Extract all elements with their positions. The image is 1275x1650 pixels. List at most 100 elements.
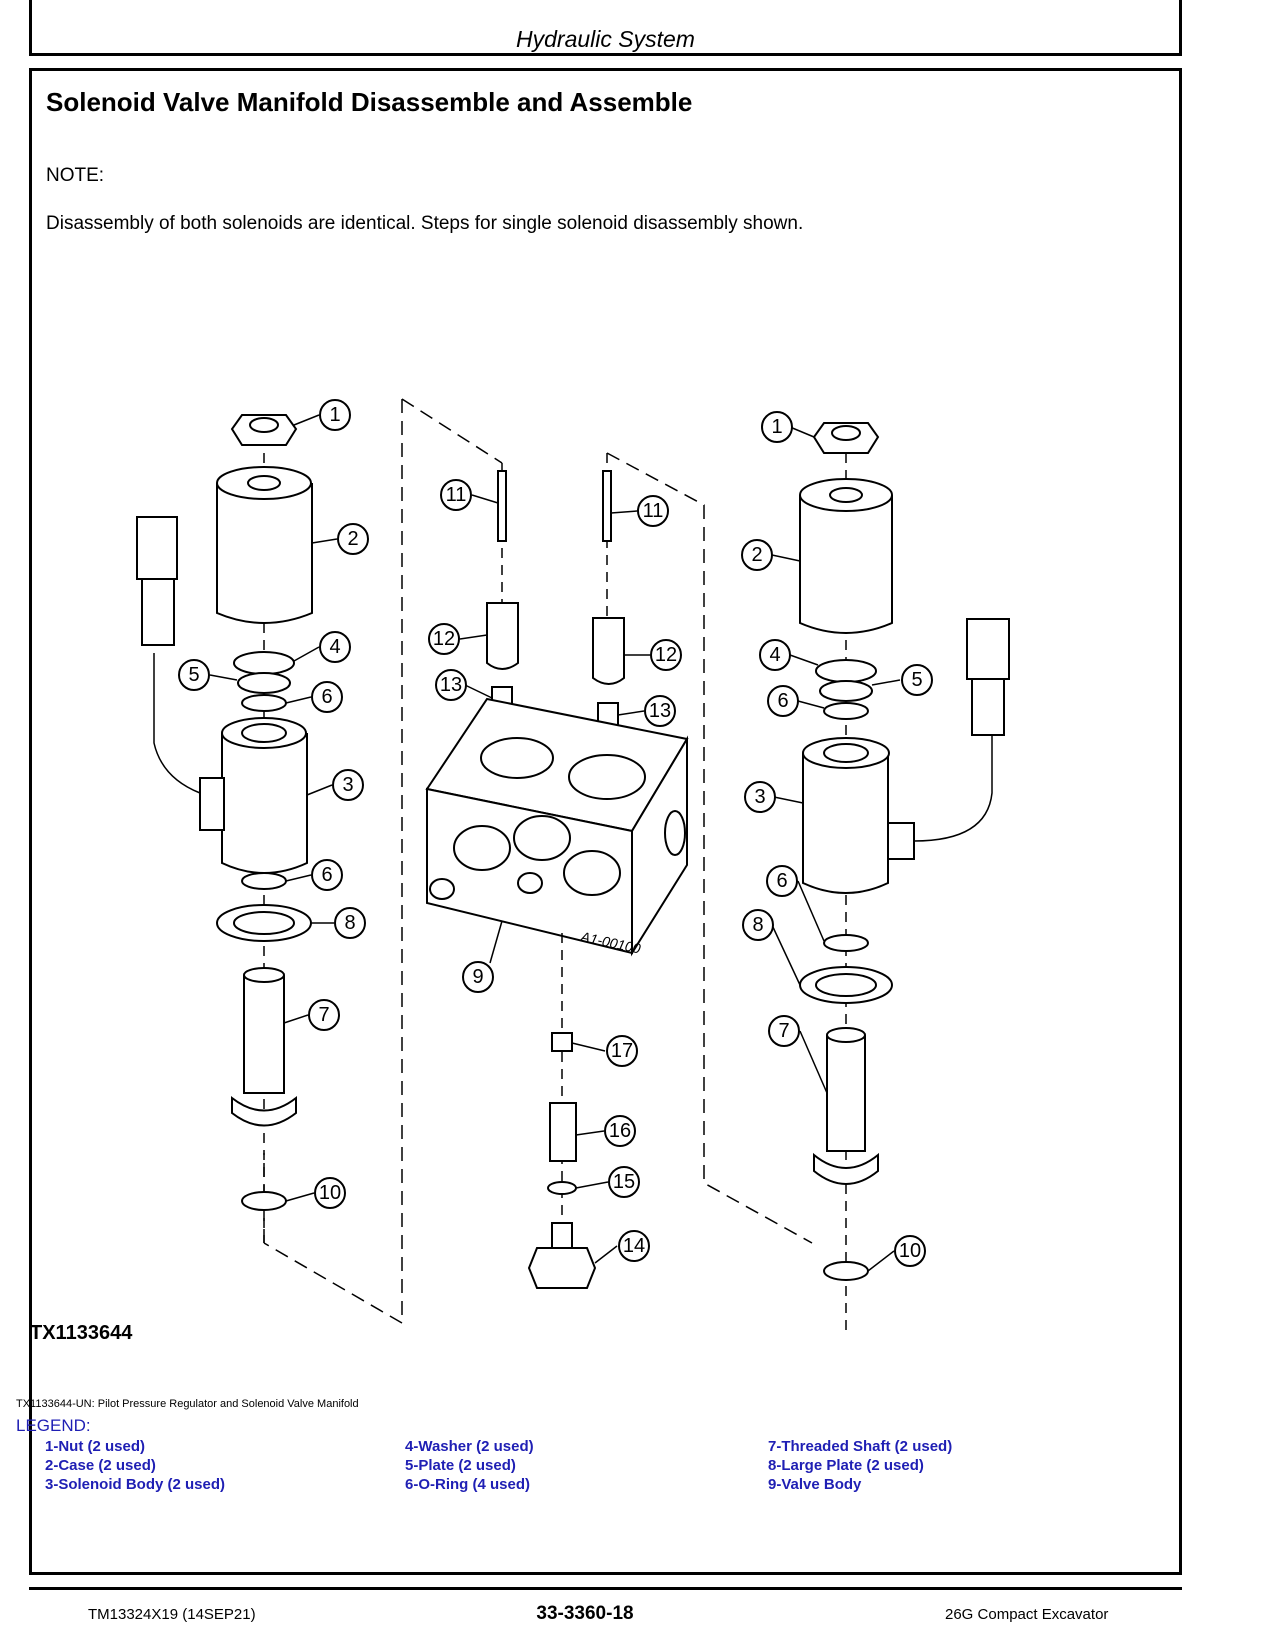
callout-17: 17 — [606, 1035, 638, 1067]
relief-spring — [549, 1102, 577, 1162]
right-plug-body — [971, 678, 1005, 736]
spool-left — [486, 602, 519, 670]
left-oring-mid — [241, 872, 287, 890]
callout-3a: 3 — [332, 769, 364, 801]
right-shaft-flange — [813, 1152, 879, 1185]
right-oring-top — [823, 702, 869, 720]
svg-text:7: 7 — [318, 1004, 329, 1026]
pin-right — [602, 470, 612, 542]
left-case-hole — [247, 475, 281, 491]
left-oring-top — [241, 694, 287, 712]
left-case-body — [216, 483, 313, 624]
callout-13a: 13 — [435, 669, 467, 701]
legend-item: 1-Nut (2 used) — [45, 1438, 146, 1455]
check-valve — [551, 1032, 573, 1052]
right-case-body — [799, 495, 893, 634]
legend-column-2: 4-Washer (2 used) 5-Plate (2 used) 6-O-R… — [405, 1437, 534, 1494]
svg-text:1: 1 — [771, 416, 782, 438]
left-large-plate-hole — [233, 911, 295, 935]
callout-10a: 10 — [314, 1177, 346, 1209]
svg-text:15: 15 — [613, 1171, 635, 1193]
note-text: Disassembly of both solenoids are identi… — [46, 213, 804, 234]
svg-text:16: 16 — [609, 1120, 631, 1142]
left-plug-top — [136, 516, 178, 580]
left-solenoid-body — [221, 733, 308, 874]
callout-8a: 8 — [334, 907, 366, 939]
right-nut-hole — [831, 425, 861, 441]
left-plug-body — [141, 578, 175, 646]
callout-1a: 1 — [319, 399, 351, 431]
legend-item: 3-Solenoid Body (2 used) — [45, 1476, 226, 1493]
legend-title: LEGEND: — [16, 1416, 91, 1435]
svg-text:12: 12 — [655, 644, 677, 666]
right-oring-mid — [823, 934, 869, 952]
relief-plug — [527, 1247, 597, 1289]
valve-port-4 — [513, 815, 571, 861]
right-washer — [815, 659, 877, 683]
left-nut-hole — [249, 417, 279, 433]
valve-port-5 — [563, 850, 621, 896]
svg-text:3: 3 — [754, 786, 765, 808]
callout-8b: 8 — [742, 909, 774, 941]
valve-port-1 — [480, 737, 554, 779]
exploded-diagram: A1-00100 — [32, 393, 1179, 1435]
right-plate — [819, 680, 873, 702]
right-oring-bottom — [823, 1261, 869, 1281]
svg-text:6: 6 — [776, 870, 787, 892]
callout-11b: 11 — [637, 495, 669, 527]
legend-item: 4-Washer (2 used) — [405, 1438, 534, 1455]
right-connector-block — [887, 822, 915, 860]
callout-11a: 11 — [440, 479, 472, 511]
svg-text:9: 9 — [472, 966, 483, 988]
callout-4b: 4 — [759, 639, 791, 671]
footer-product: 26G Compact Excavator — [945, 1606, 1109, 1623]
right-plug-top — [966, 618, 1010, 680]
svg-text:11: 11 — [446, 484, 467, 506]
callout-5a: 5 — [178, 659, 210, 691]
callout-6c: 6 — [767, 685, 799, 717]
outline-left — [263, 398, 503, 1324]
callout-7b: 7 — [768, 1015, 800, 1047]
footer-manual-id: TM13324X19 (14SEP21) — [88, 1606, 256, 1623]
note-label: NOTE: — [46, 165, 105, 186]
svg-text:1: 1 — [329, 404, 340, 426]
callout-10b: 10 — [894, 1235, 926, 1267]
right-solenoid-body — [802, 753, 889, 894]
callout-1b: 1 — [761, 411, 793, 443]
svg-text:3: 3 — [342, 774, 353, 796]
callout-4a: 4 — [319, 631, 351, 663]
callout-12a: 12 — [428, 623, 460, 655]
right-case-hole — [829, 487, 863, 503]
page-title: Solenoid Valve Manifold Disassemble and … — [46, 87, 693, 117]
callout-6b: 6 — [311, 859, 343, 891]
figure-id: TX1133644 — [30, 1322, 133, 1344]
spool-right — [592, 617, 625, 685]
svg-text:13: 13 — [649, 700, 671, 722]
svg-text:4: 4 — [769, 644, 780, 666]
svg-text:6: 6 — [777, 690, 788, 712]
outline-right — [606, 452, 813, 1244]
legend-item: 8-Large Plate (2 used) — [768, 1457, 924, 1474]
valve-port-side — [664, 810, 686, 856]
svg-text:8: 8 — [752, 914, 763, 936]
svg-text:10: 10 — [899, 1240, 921, 1262]
left-connector-block — [199, 777, 225, 831]
valve-port-6 — [517, 872, 543, 894]
header-title: Hydraulic System — [516, 26, 695, 52]
svg-text:5: 5 — [188, 664, 199, 686]
legend-item: 2-Case (2 used) — [45, 1457, 156, 1474]
page-header: Hydraulic System — [29, 0, 1182, 56]
callout-13b: 13 — [644, 695, 676, 727]
right-wire — [913, 733, 993, 842]
svg-text:14: 14 — [623, 1235, 645, 1257]
right-solenoid-bore — [823, 743, 869, 763]
svg-text:7: 7 — [778, 1020, 789, 1042]
pin-left — [497, 470, 507, 542]
callout-14: 14 — [618, 1230, 650, 1262]
svg-text:6: 6 — [321, 686, 332, 708]
left-solenoid-bore — [241, 723, 287, 743]
callout-5b: 5 — [901, 664, 933, 696]
left-oring-bottom — [241, 1191, 287, 1211]
legend-item: 9-Valve Body — [768, 1476, 862, 1493]
right-shaft — [826, 1035, 866, 1152]
